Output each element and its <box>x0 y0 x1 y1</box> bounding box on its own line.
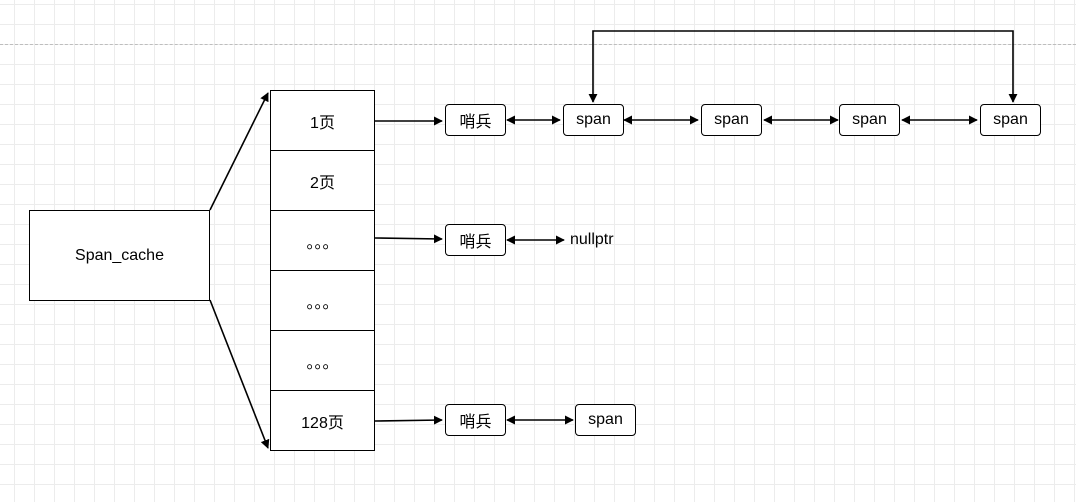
span-node-3: span <box>839 104 900 136</box>
page-break-line <box>0 44 1076 45</box>
bucket-128-pointer <box>374 415 443 425</box>
span-label: span <box>714 111 749 128</box>
span-node-row128: span <box>575 404 636 436</box>
sentinel-label: 哨兵 <box>459 114 492 131</box>
span-label: span <box>576 111 611 128</box>
fan-arrow-top <box>209 92 269 211</box>
bucket-ellipsis-1: 。。。 <box>270 210 375 271</box>
bucket-3-pointer <box>374 234 443 244</box>
span-node-2: span <box>701 104 762 136</box>
bucket-128: 128页 <box>270 390 375 451</box>
bucket-label: 2页 <box>310 174 335 192</box>
bucket-1: 1页 <box>270 90 375 151</box>
span-cache-label: Span_cache <box>75 246 164 264</box>
circular-link <box>588 30 1018 103</box>
sentinel-label: 哨兵 <box>459 234 492 251</box>
bucket-ellipsis-3: 。。。 <box>270 330 375 391</box>
span-label: span <box>852 111 887 128</box>
sentinel-node-row3: 哨兵 <box>445 224 506 256</box>
span-node-4: span <box>980 104 1041 136</box>
bucket-label: 。。。 <box>306 294 339 312</box>
bucket-label: 。。。 <box>306 354 339 372</box>
bucket-ellipsis-2: 。。。 <box>270 270 375 331</box>
span-label: span <box>588 411 623 428</box>
fan-arrow-bottom <box>209 299 270 449</box>
bucket-label: 1页 <box>310 114 335 132</box>
span-node-1: span <box>563 104 624 136</box>
span-label: span <box>993 111 1028 128</box>
nullptr-label: nullptr <box>570 231 614 248</box>
bucket-2: 2页 <box>270 150 375 211</box>
sentinel-node-row1: 哨兵 <box>445 104 506 136</box>
sentinel-node-row128: 哨兵 <box>445 404 506 436</box>
bucket-label: 128页 <box>301 414 344 432</box>
bucket-label: 。。。 <box>306 234 339 252</box>
sentinel-label: 哨兵 <box>459 414 492 431</box>
span-cache-box: Span_cache <box>29 210 210 301</box>
